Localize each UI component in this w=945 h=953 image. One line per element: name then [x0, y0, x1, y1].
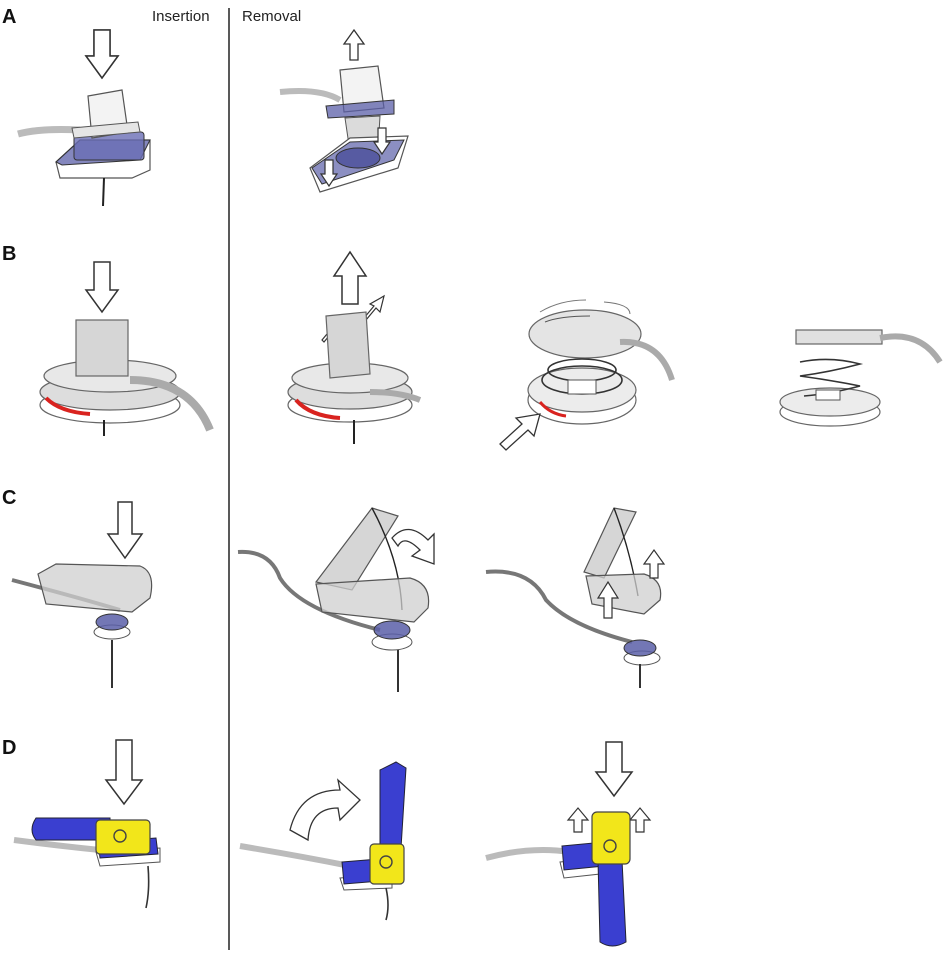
- device-b-removal-1: [287, 311, 422, 444]
- arrow-up-icon: [332, 250, 368, 305]
- device-d-insertion: [13, 817, 161, 909]
- insertion-column-header: Insertion: [152, 8, 210, 25]
- device-c-insertion: [11, 563, 153, 688]
- row-label-d: D: [2, 737, 17, 759]
- arrow-curved-icon: [289, 778, 361, 842]
- arrow-up-icon: [642, 548, 666, 579]
- device-d-removal-2: [485, 811, 631, 947]
- arrow-up-icon: [596, 580, 620, 619]
- arrow-down-icon: [106, 501, 144, 560]
- arrow-down-icon: [319, 159, 339, 188]
- device-b-insertion: [39, 319, 214, 436]
- device-b-removal-3: [779, 329, 943, 427]
- device-c-removal-2: [485, 507, 662, 688]
- device-d-removal-1: [239, 761, 407, 921]
- arrow-curved-icon: [391, 528, 435, 565]
- device-a-insertion: [17, 89, 151, 207]
- arrow-up-icon: [628, 807, 652, 833]
- arrow-diagonal-icon: [499, 413, 541, 451]
- device-a-removal: [279, 65, 409, 193]
- device-c-removal-1: [237, 507, 430, 692]
- row-label-a: A: [2, 6, 17, 28]
- arrow-up-icon: [342, 28, 366, 61]
- device-b-removal-2: [527, 299, 675, 425]
- arrow-down-icon: [84, 261, 120, 314]
- row-label-c: C: [2, 487, 17, 509]
- arrow-up-icon: [566, 807, 590, 833]
- arrow-down-icon: [104, 739, 144, 806]
- arrow-diagonal-icon: [363, 294, 385, 321]
- arrow-down-icon: [594, 741, 634, 798]
- removal-column-header: Removal: [242, 8, 302, 25]
- row-label-b: B: [2, 243, 17, 265]
- arrow-down-icon: [372, 127, 392, 156]
